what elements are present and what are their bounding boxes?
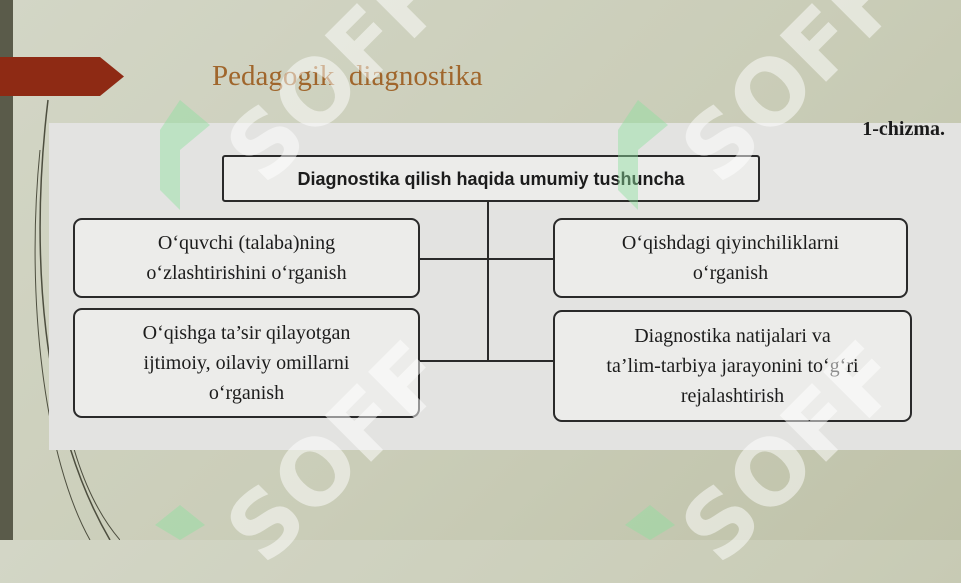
node-label: Diagnostika natijalari va ta’lim-tarbiya… [606, 325, 859, 407]
watermark-logo-icon [155, 505, 205, 540]
title-arrow-tag [0, 57, 124, 96]
diagram-node-left-bottom: O‘qishga ta’sir qilayotgan ijtimoiy, oil… [73, 308, 420, 418]
node-label: O‘qishdagi qiyinchiliklarni o‘rganish [621, 232, 840, 284]
watermark-logo-icon [625, 505, 675, 540]
diagram-node-right-top: O‘qishdagi qiyinchiliklarni o‘rganish [553, 218, 908, 298]
connector-right-top [487, 258, 554, 260]
connector-right-bottom [487, 360, 554, 362]
diagram-root-node: Diagnostika qilish haqida umumiy tushunc… [222, 155, 760, 202]
node-label: O‘quvchi (talaba)ning o‘zlashtirishini o… [146, 232, 347, 284]
figure-caption: 1-chizma. [862, 118, 945, 140]
diagram-figure: 1-chizma. Diagnostika qilish haqida umum… [49, 118, 961, 450]
connector-left-bottom [419, 360, 489, 362]
node-label: O‘qishga ta’sir qilayotgan ijtimoiy, oil… [142, 322, 351, 404]
root-node-label: Diagnostika qilish haqida umumiy tushunc… [297, 168, 685, 189]
slide-title: Pedagogik diagnostika [212, 60, 483, 92]
connector-left-top [419, 258, 489, 260]
connector-vertical [487, 202, 489, 362]
diagram-node-right-bottom: Diagnostika natijalari va ta’lim-tarbiya… [553, 310, 912, 422]
diagram-node-left-top: O‘quvchi (talaba)ning o‘zlashtirishini o… [73, 218, 420, 298]
left-decorative-strip [0, 0, 13, 540]
